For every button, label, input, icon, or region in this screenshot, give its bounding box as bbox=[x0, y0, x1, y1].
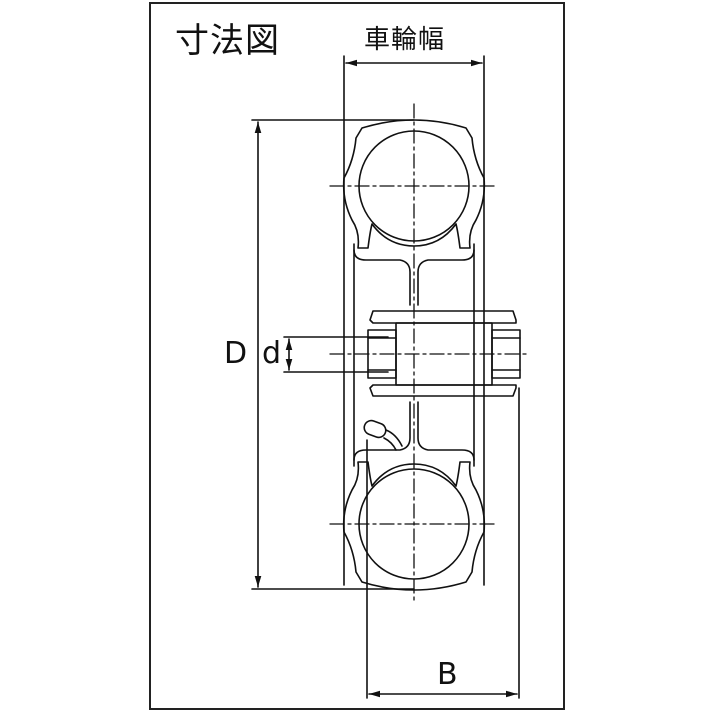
upper-rim-web bbox=[353, 243, 475, 461]
hub-assembly bbox=[367, 310, 521, 397]
wheel-width-dimension bbox=[343, 55, 485, 586]
wheel-width-label: 車輪幅 bbox=[364, 25, 446, 55]
bore-diameter-label: d bbox=[262, 336, 282, 371]
grease-nipple bbox=[363, 419, 403, 451]
hub-length-dimension bbox=[366, 387, 520, 699]
bore-diameter-dimension bbox=[283, 336, 389, 373]
outer-diameter-label: D bbox=[224, 336, 248, 371]
lower-rim-web bbox=[353, 401, 475, 467]
drawing-title: 寸法図 bbox=[175, 21, 280, 61]
hub-length-label: B bbox=[437, 657, 458, 692]
outer-diameter-dimension bbox=[251, 119, 415, 590]
center-lines bbox=[329, 103, 531, 605]
